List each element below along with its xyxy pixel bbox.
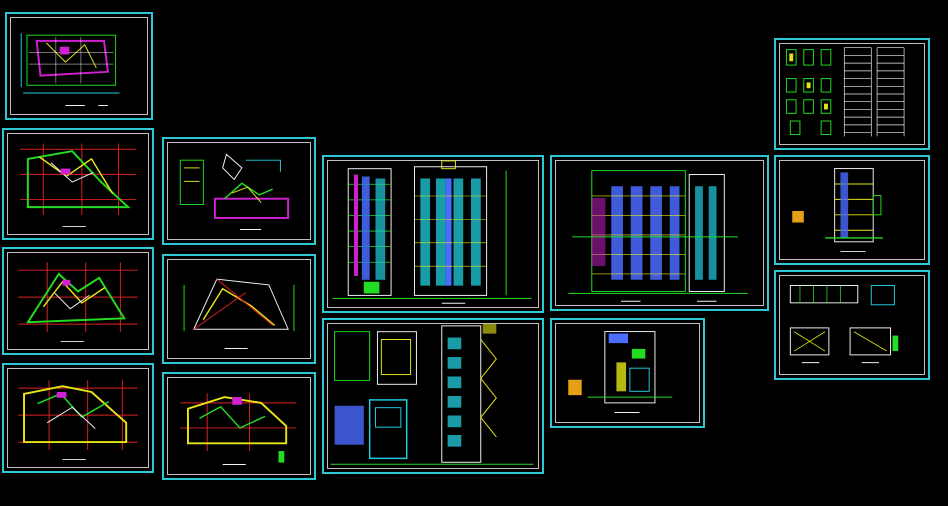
sheet-frame <box>327 323 539 469</box>
sheet-floor-plan-4[interactable] <box>2 363 154 473</box>
sheet-roof-plan[interactable] <box>162 254 316 364</box>
detail-drawing <box>789 285 899 364</box>
floor-plan-drawing <box>20 143 136 227</box>
roof-plan-drawing <box>183 278 295 349</box>
sheet-frame <box>7 368 149 468</box>
sheet-floor-plan-1[interactable] <box>5 12 153 120</box>
sheet-typical-floor-plan[interactable] <box>162 372 316 480</box>
sheet-frame <box>10 17 148 115</box>
sheet-frame <box>7 252 149 350</box>
elevation-drawing <box>568 170 748 302</box>
elevation-drawing <box>332 160 532 304</box>
sheet-frame <box>167 377 311 475</box>
section-drawing <box>568 331 673 413</box>
sheet-door-window-schedule[interactable] <box>774 38 930 150</box>
sheet-frame <box>167 259 311 359</box>
sheet-frame <box>167 142 311 240</box>
sheet-wall-sections[interactable] <box>322 318 544 474</box>
sheet-frame <box>779 43 925 145</box>
floor-plan-drawing <box>18 380 138 460</box>
schedule-drawing <box>785 47 905 137</box>
sheet-frame <box>7 133 149 235</box>
sheet-frame <box>327 160 539 308</box>
floor-plan-drawing <box>18 262 138 342</box>
sheet-side-elevations[interactable] <box>550 155 769 311</box>
sheet-floor-plan-3[interactable] <box>2 247 154 355</box>
floor-plan-drawing <box>20 33 120 106</box>
sheet-floor-plan-2[interactable] <box>2 128 154 240</box>
detail-drawing <box>179 153 290 230</box>
section-drawing <box>330 323 534 465</box>
sheet-frame <box>555 323 700 423</box>
sheet-front-elevations[interactable] <box>322 155 544 313</box>
sheet-frame <box>779 275 925 375</box>
section-drawing <box>792 168 883 252</box>
sheet-site-details[interactable] <box>162 137 316 245</box>
sheet-stair-details[interactable] <box>774 270 930 380</box>
sheet-stair-section[interactable] <box>774 155 930 265</box>
sheet-frame <box>779 160 925 260</box>
floor-plan-drawing <box>180 393 296 465</box>
sheet-building-section[interactable] <box>550 318 705 428</box>
sheet-frame <box>555 160 764 306</box>
